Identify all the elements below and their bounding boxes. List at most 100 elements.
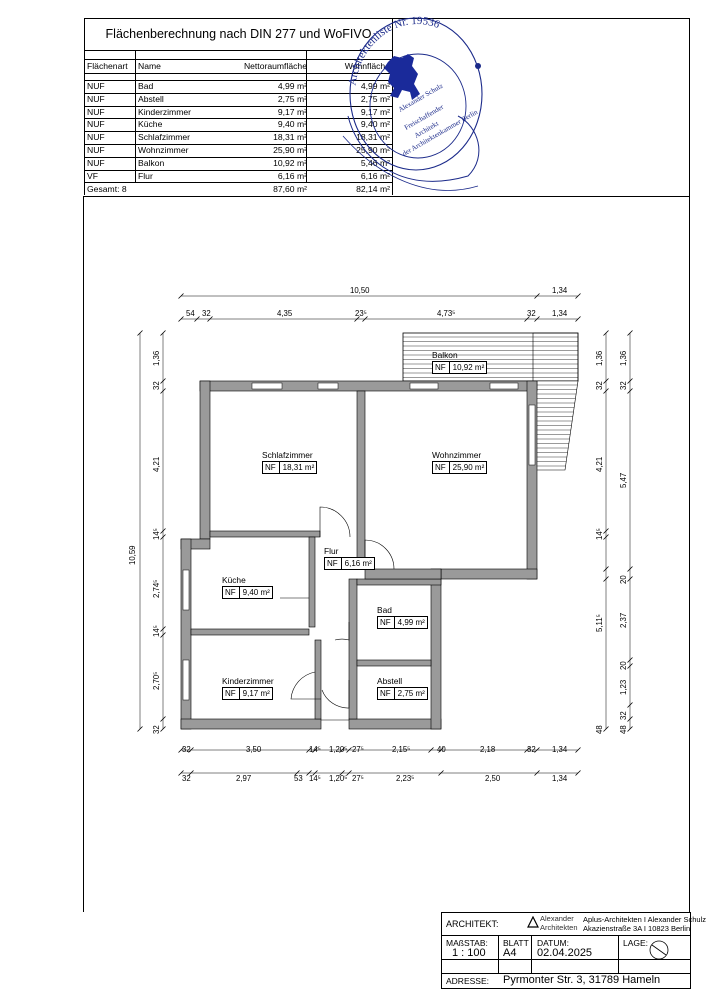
row-name: Wohnzimmer	[138, 144, 189, 155]
tb-vline-1	[498, 935, 499, 973]
dim-top-overall-2: 1,34	[552, 286, 568, 295]
dim-bottom2-2: 53	[294, 774, 303, 783]
room-kinderzimmer-area: 9,17 m²	[242, 689, 270, 698]
balcony-hatch	[403, 336, 578, 467]
dimension-tick	[362, 316, 368, 322]
dimension-tick	[627, 566, 633, 572]
dimension-tick	[339, 770, 345, 776]
dim-top-detail-6: 1,34	[552, 309, 568, 318]
dimension-tick	[627, 716, 633, 722]
wall-schlaf-wohn	[356, 390, 366, 570]
room-flur-area: 6,16 m²	[344, 559, 372, 568]
dimension-tick	[428, 747, 434, 753]
door-abstell	[321, 680, 350, 709]
tb-sheet: A4	[503, 947, 517, 959]
wall-bad-abstell	[356, 659, 432, 667]
balcony	[402, 332, 579, 471]
row-type: NUF	[87, 81, 105, 91]
dimension-tick	[603, 528, 609, 534]
wall-right-lower	[430, 568, 442, 730]
dim-bottom2-8: 1,34	[552, 774, 568, 783]
wall-flur-top-right	[364, 568, 442, 580]
stamp-svg: Architektenliste Nr. 19536 Alexander Sch…	[342, 15, 483, 191]
row-wohn: 9,40 m²	[360, 119, 390, 130]
dim-right1-7: 1,23	[619, 679, 628, 695]
dim-left-7: 32	[152, 725, 161, 734]
wall-flur-left	[308, 536, 316, 628]
dim-bottom2-6: 2,23⁵	[396, 774, 415, 783]
row-net: 18,31 m²	[273, 132, 307, 143]
dimension-tick	[627, 330, 633, 336]
area-table-header: Flächenart Name Nettoraumfläche Wohnfläc…	[85, 60, 392, 74]
wall-flur-left-lower	[314, 639, 322, 720]
room-balkon-code: NF	[435, 362, 450, 373]
dimension-tick	[137, 330, 143, 336]
tb-sheet-label: BLATT	[503, 938, 529, 948]
row-name: Abstell	[138, 93, 164, 104]
page-border-right	[689, 18, 690, 912]
dimension-tick	[534, 770, 540, 776]
dimension-tick	[438, 770, 444, 776]
tb-vline-2	[531, 935, 532, 973]
row-net: 9,40 m²	[277, 119, 307, 130]
area-table-title: Flächenberechnung nach DIN 277 und WoFIV…	[85, 19, 392, 51]
area-table-total: Gesamt: 8 87,60 m² 82,14 m²	[85, 183, 392, 195]
dimension-tick	[575, 770, 581, 776]
tb-firm: Aplus-Architekten I Alexander Schulz	[583, 915, 706, 924]
dimension-tick	[160, 626, 166, 632]
stamp-outer-ring	[349, 17, 483, 171]
architect-stamp: Architektenliste Nr. 19536 Alexander Sch…	[338, 6, 488, 196]
window-wohn-side	[528, 404, 536, 466]
room-abstell-code: NF	[380, 688, 395, 699]
dimension-tick	[178, 770, 184, 776]
bear-icon	[384, 54, 420, 100]
wall-top	[199, 380, 538, 392]
dimension-tick	[178, 316, 184, 322]
balcony-outline	[402, 332, 579, 382]
page-border-top	[391, 18, 689, 19]
row-name: Bad	[138, 81, 154, 91]
stamp-inner-ring	[369, 53, 467, 159]
dim-top-detail-5: 32	[527, 309, 536, 318]
col-divider-2	[306, 51, 307, 184]
dim-right1-8: 32	[619, 711, 628, 720]
dim-bottom1-1: 3,50	[246, 745, 262, 754]
room-bad-name: Bad	[377, 605, 392, 615]
dim-bottom1-9: 1,34	[552, 745, 568, 754]
room-abstell-name: Abstell	[377, 676, 403, 686]
dimension-tick	[160, 534, 166, 540]
window-schlaf-1	[251, 382, 283, 390]
dim-top-detail-4: 4,73⁵	[437, 309, 456, 318]
dimension-tick	[188, 747, 194, 753]
dim-right1-5: 2,37	[619, 612, 628, 628]
dimension-tick	[627, 657, 633, 663]
dimension-tick	[603, 566, 609, 572]
dimension-tick	[575, 747, 581, 753]
dimension-tick	[194, 316, 200, 322]
dimension-tick	[160, 330, 166, 336]
dimension-tick	[603, 534, 609, 540]
dim-bottom1-3: 1,20⁵	[329, 745, 348, 754]
room-bad-code: NF	[380, 617, 395, 628]
tb-address-label: ADRESSE:	[446, 976, 489, 986]
dimension-tick	[354, 316, 360, 322]
dim-right2-3: 48	[595, 725, 604, 734]
dimension-tick	[178, 747, 184, 753]
room-flur-code: NF	[327, 558, 342, 569]
window-kinder	[182, 659, 190, 701]
dimension-tick	[575, 293, 581, 299]
header-net: Nettoraumfläche	[243, 61, 307, 71]
row-type: NUF	[87, 93, 105, 104]
dimension-tick	[207, 316, 213, 322]
